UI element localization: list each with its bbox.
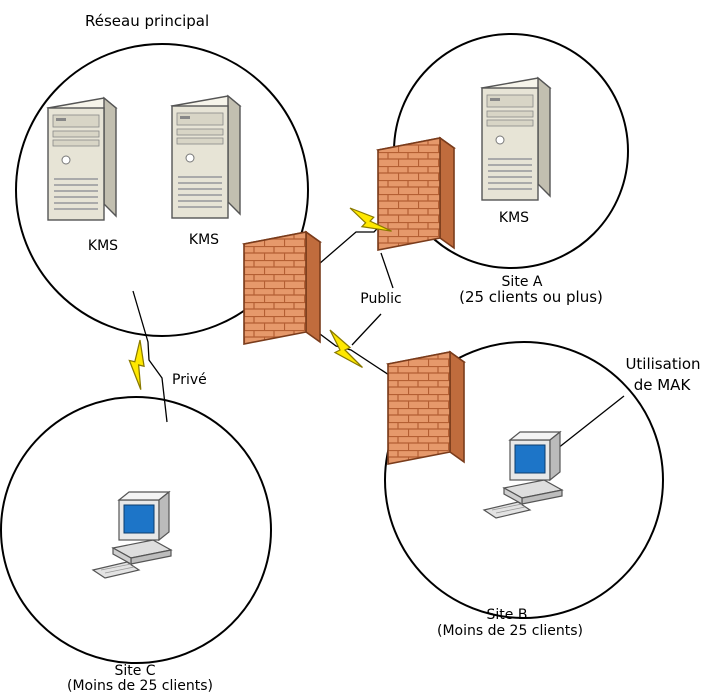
server-icon (171, 95, 241, 219)
lightning-icon (329, 329, 364, 369)
site-b-detail: (Moins de 25 clients) (436, 623, 584, 639)
mak-label-line1: Utilisation (625, 355, 701, 373)
lightning-icon (115, 339, 166, 391)
server-icon (481, 77, 551, 201)
site-b-name: Site B (486, 607, 528, 623)
private-label: Privé (172, 372, 207, 388)
site-c-name: Site C (114, 663, 156, 679)
site-c-circle (0, 396, 272, 664)
mak-leader (547, 395, 625, 457)
firewall-icon (243, 231, 321, 345)
computer-icon (92, 491, 172, 579)
mak-label-line2: de MAK (633, 376, 691, 394)
site-b-circle (384, 341, 664, 619)
firewall-icon (387, 351, 465, 465)
firewall-icon (377, 137, 455, 251)
public-label-leader (380, 252, 394, 289)
site-a-name: Site A (501, 274, 543, 290)
kms-label: KMS (188, 232, 220, 248)
kms-label: KMS (87, 238, 119, 254)
computer-icon (483, 431, 563, 519)
main-network-circle (15, 43, 309, 337)
server-icon (47, 97, 117, 221)
public-label: Public (360, 291, 402, 307)
main-network-title: Réseau principal (85, 12, 210, 30)
kms-label: KMS (498, 210, 530, 226)
public-label-leader (351, 313, 382, 346)
site-c-detail: (Moins de 25 clients) (66, 678, 214, 694)
site-a-detail: (25 clients ou plus) (459, 288, 603, 306)
private-link (132, 290, 168, 423)
